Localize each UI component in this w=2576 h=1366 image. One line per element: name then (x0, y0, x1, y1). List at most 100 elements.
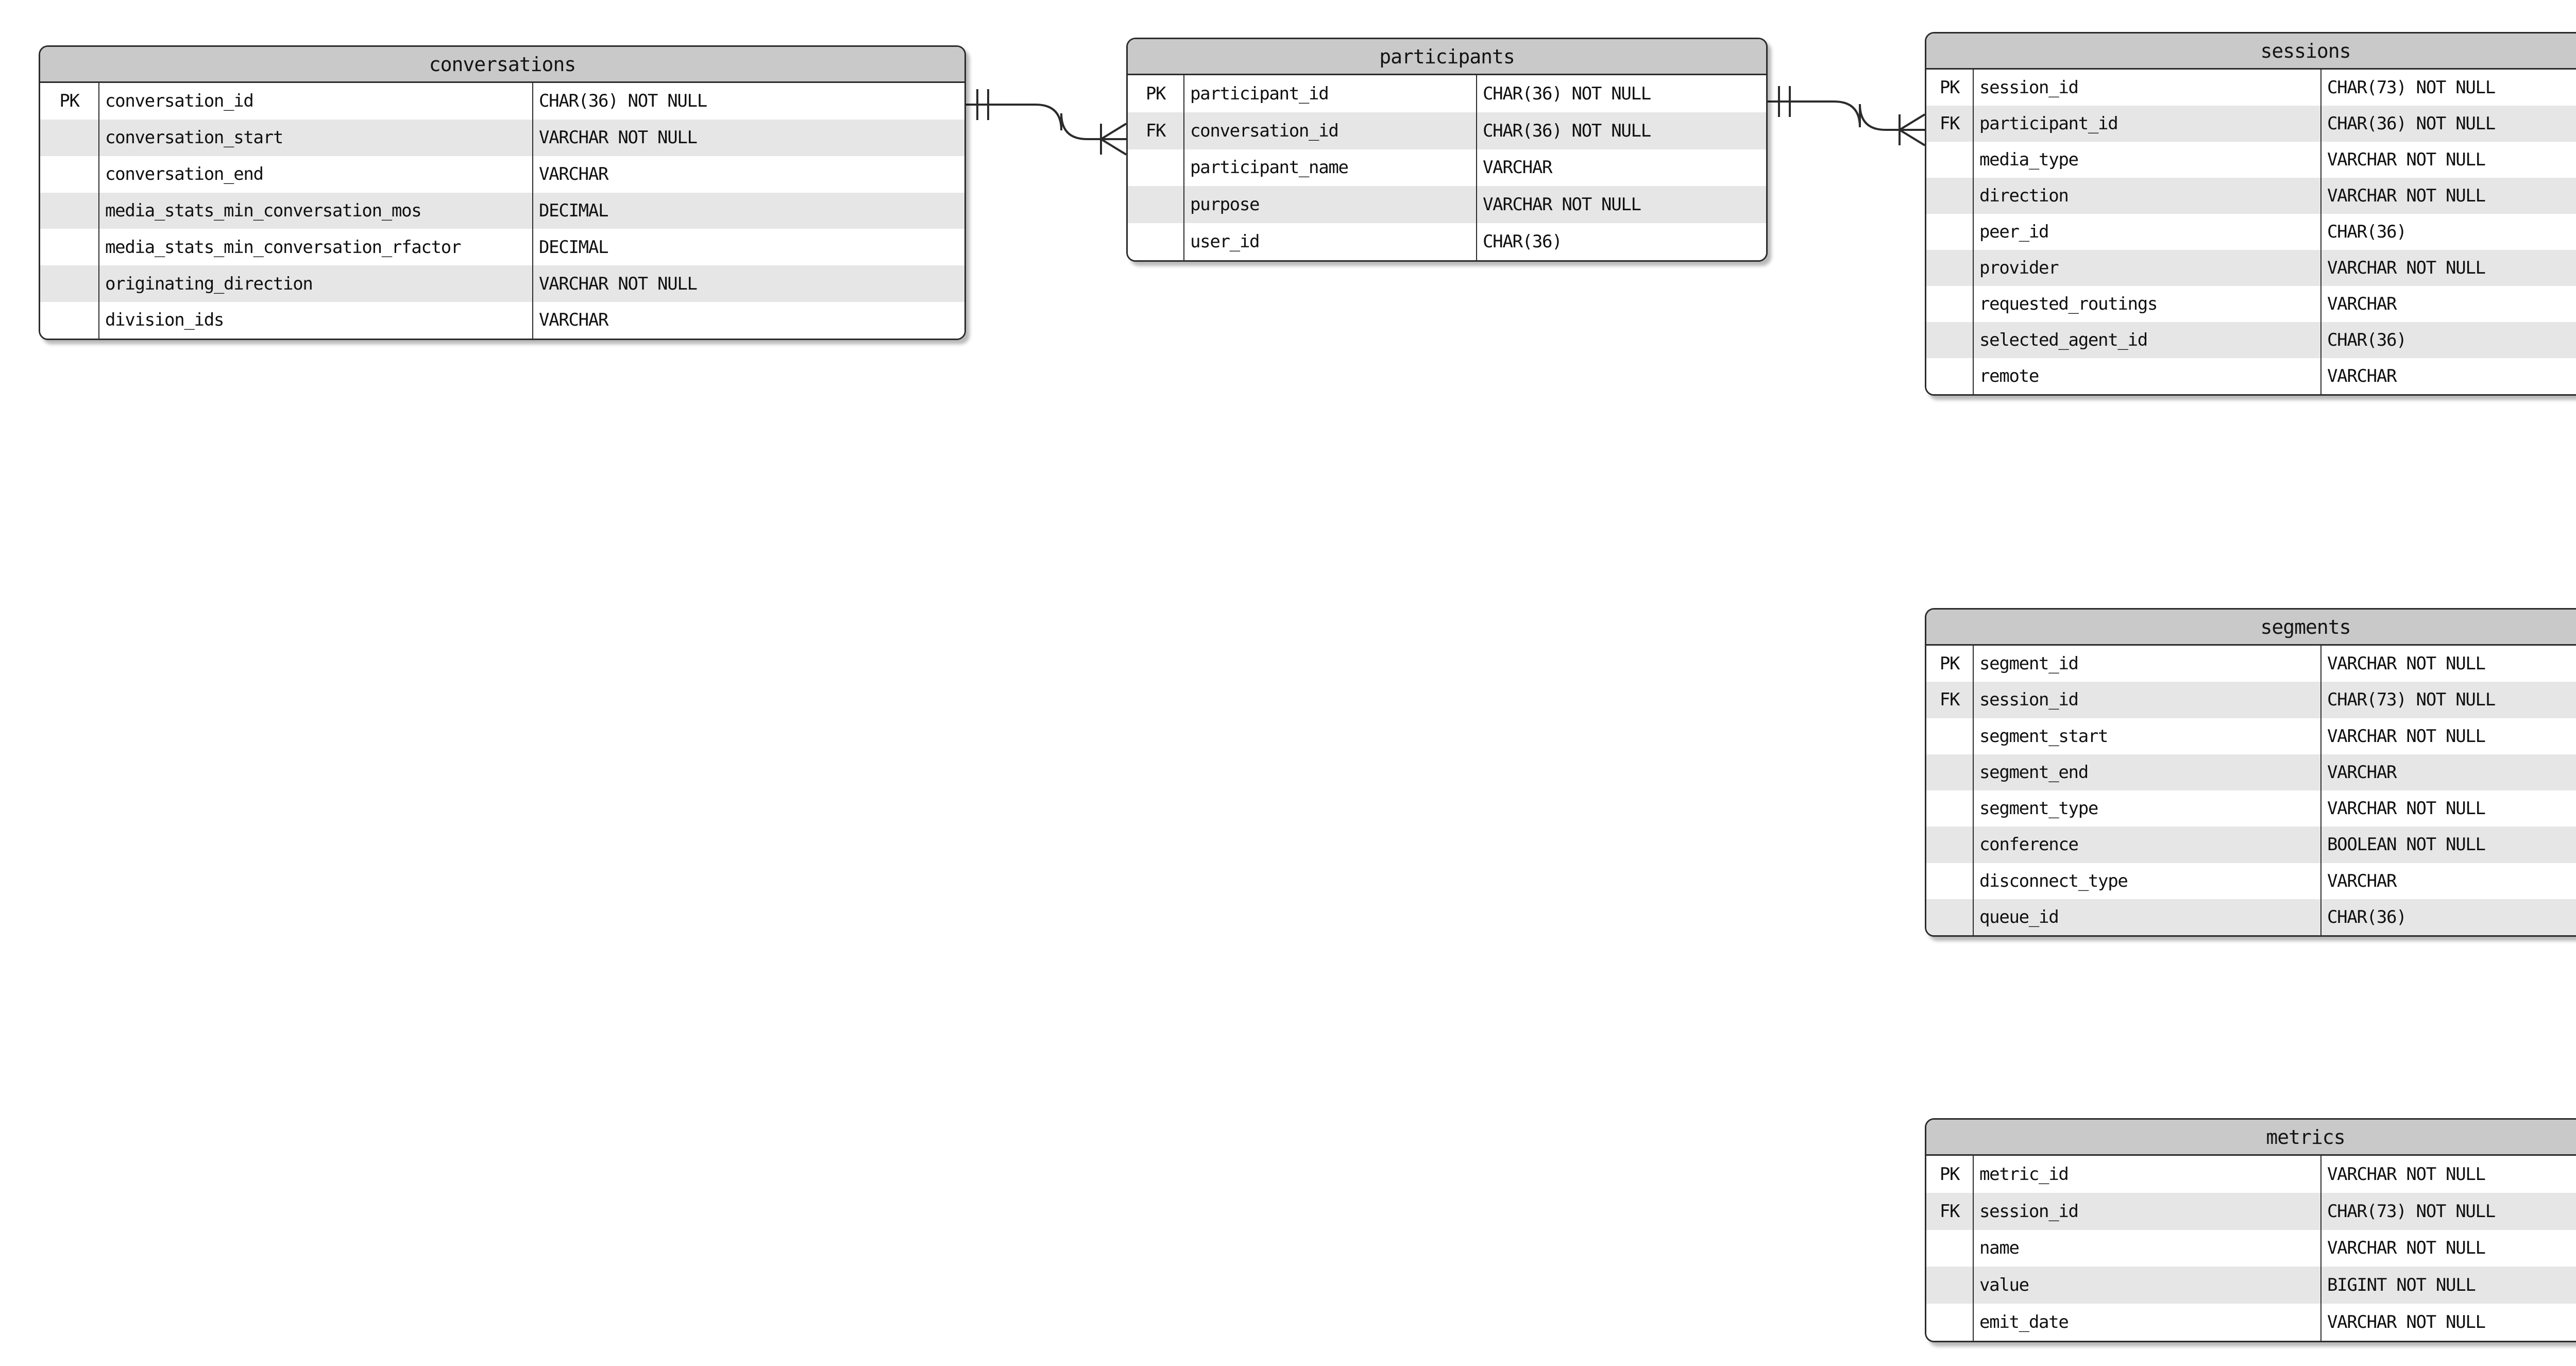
attribute-type: VARCHAR NOT NULL (2320, 790, 2576, 827)
attribute-name: peer_id (1973, 214, 2320, 250)
attribute-name: value (1973, 1267, 2320, 1304)
attribute-type: CHAR(36) (2320, 899, 2576, 935)
key-badge-none (1128, 223, 1183, 260)
attribute-type: VARCHAR (2320, 286, 2576, 322)
attribute-type: VARCHAR NOT NULL (2320, 142, 2576, 178)
key-badge-pk: PK (1128, 75, 1183, 112)
key-badge-none (1926, 754, 1973, 790)
attribute-name: requested_routings (1973, 286, 2320, 322)
key-badge-pk: PK (40, 83, 98, 120)
attribute-type: VARCHAR NOT NULL (532, 265, 964, 302)
attribute-type: CHAR(36) NOT NULL (2320, 106, 2576, 142)
key-badge-none (40, 265, 98, 302)
attribute-name: media_stats_min_conversation_rfactor (98, 229, 532, 266)
attribute-type: VARCHAR NOT NULL (2320, 1156, 2576, 1193)
attribute-type: CHAR(36) (2320, 322, 2576, 358)
attribute-name: provider (1973, 250, 2320, 286)
attribute-name: queue_id (1973, 899, 2320, 935)
relationship-participants-sessions (1768, 86, 1926, 146)
key-badge-fk: FK (1926, 1192, 1973, 1230)
attribute-type: VARCHAR (532, 156, 964, 193)
attribute-type: VARCHAR (2320, 863, 2576, 899)
attribute-type: BIGINT NOT NULL (2320, 1267, 2576, 1304)
key-badge-fk: FK (1926, 682, 1973, 718)
key-badge-none (40, 302, 98, 339)
crowsfoot (1099, 123, 1127, 156)
attribute-type: BOOLEAN NOT NULL (2320, 827, 2576, 863)
attribute-name: metric_id (1973, 1156, 2320, 1193)
attribute-type: CHAR(36) (2320, 214, 2576, 250)
key-badge-none (1926, 1304, 1973, 1341)
attribute-type: CHAR(73) NOT NULL (2320, 70, 2576, 106)
key-badge-pk: PK (1926, 1156, 1973, 1193)
key-badge-pk: PK (1926, 70, 1973, 106)
attribute-name: user_id (1183, 223, 1476, 260)
attribute-type: VARCHAR (2320, 358, 2576, 394)
attribute-name: media_stats_min_conversation_mos (98, 192, 532, 229)
key-badge-none (1926, 1229, 1973, 1267)
key-badge-none (1926, 322, 1973, 358)
attribute-type: VARCHAR NOT NULL (2320, 718, 2576, 754)
attribute-name: media_type (1973, 142, 2320, 178)
attribute-type: CHAR(36) NOT NULL (1476, 75, 1766, 112)
attribute-name: conversation_id (98, 83, 532, 120)
attribute-name: disconnect_type (1973, 863, 2320, 899)
key-badge-none (1926, 718, 1973, 754)
attribute-name: division_ids (98, 302, 532, 339)
entity-title-segments: segments (1926, 610, 2576, 646)
key-badge-none (1128, 149, 1183, 187)
attribute-type: DECIMAL (532, 192, 964, 229)
attribute-type: CHAR(73) NOT NULL (2320, 682, 2576, 718)
attribute-name: participant_id (1973, 106, 2320, 142)
attribute-type: VARCHAR NOT NULL (532, 119, 964, 156)
attribute-type: VARCHAR NOT NULL (2320, 1304, 2576, 1341)
attribute-name: session_id (1973, 682, 2320, 718)
key-badge-none (40, 156, 98, 193)
key-badge-none (1926, 286, 1973, 322)
attribute-name: conversation_end (98, 156, 532, 193)
relationship-conversations-participants (966, 89, 1127, 156)
attribute-name: name (1973, 1229, 2320, 1267)
attribute-type: VARCHAR NOT NULL (2320, 250, 2576, 286)
